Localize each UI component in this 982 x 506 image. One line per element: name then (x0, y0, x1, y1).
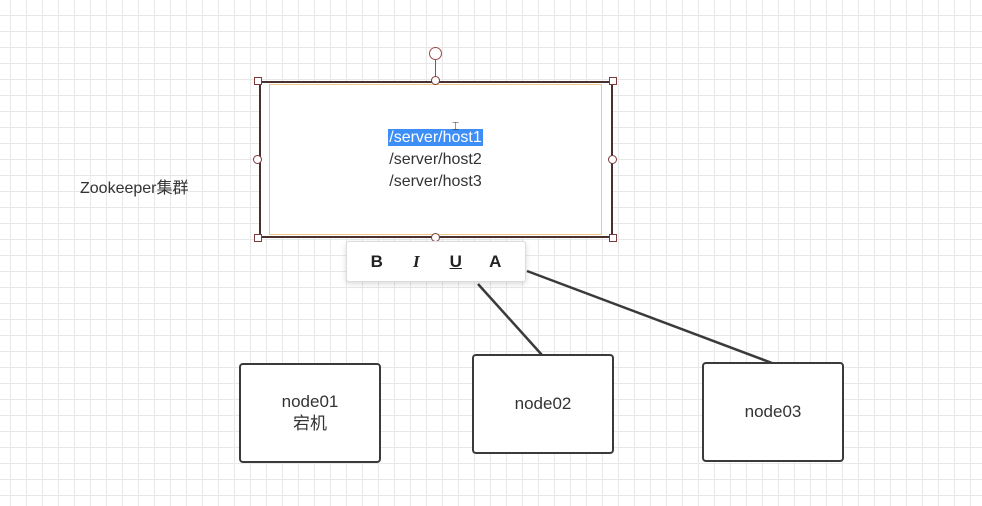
underline-button[interactable]: U (449, 251, 462, 271)
rotate-handle[interactable] (429, 47, 442, 60)
cluster-label[interactable]: Zookeeper集群 (80, 180, 189, 197)
bold-button[interactable]: B (370, 251, 383, 271)
cluster-text[interactable]: /server/host1 /server/host2 /server/host… (269, 127, 602, 193)
italic-button[interactable]: I (412, 251, 420, 271)
node-status: 宕机 (293, 414, 327, 433)
text-format-toolbar: B I U A (346, 241, 526, 282)
selected-text[interactable]: /server/host1 (388, 129, 483, 146)
node-title: node03 (744, 402, 802, 421)
text-cursor-icon: ⌶ (452, 119, 460, 133)
cluster-line-2[interactable]: /server/host2 (389, 151, 482, 168)
node-title: node02 (514, 394, 572, 413)
node-box-node01[interactable]: node01 宕机 (239, 363, 381, 463)
resize-handle-top-left[interactable] (254, 77, 262, 85)
resize-handle-left[interactable] (253, 155, 262, 164)
node-box-node03[interactable]: node03 (702, 362, 844, 462)
resize-handle-right[interactable] (608, 155, 617, 164)
resize-handle-bottom-left[interactable] (254, 234, 262, 242)
node-box-node02[interactable]: node02 (472, 354, 614, 454)
resize-handle-top-right[interactable] (609, 77, 617, 85)
resize-handle-bottom-right[interactable] (609, 234, 617, 242)
font-color-button[interactable]: A (489, 251, 502, 271)
edge-cluster-node03[interactable] (526, 269, 773, 365)
cluster-line-1: /server/host1 (269, 127, 602, 149)
resize-handle-top[interactable] (431, 76, 440, 85)
cluster-line-3[interactable]: /server/host3 (389, 173, 482, 190)
edge-cluster-node02[interactable] (477, 283, 543, 356)
rotate-stem (435, 60, 436, 78)
node-title: node01 (281, 392, 339, 411)
